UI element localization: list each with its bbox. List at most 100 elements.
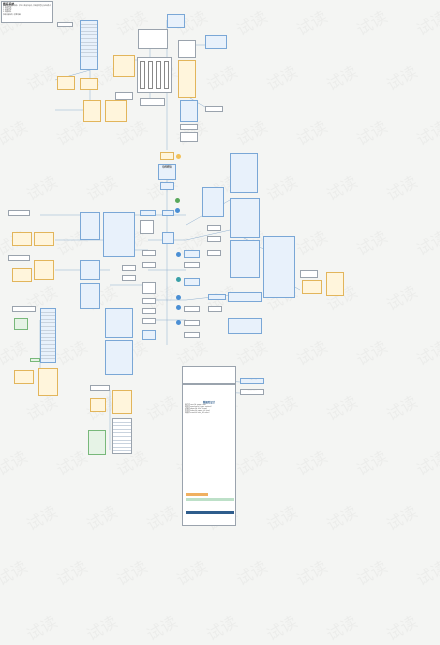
node [184, 278, 200, 286]
green-node [14, 318, 28, 330]
node [140, 210, 156, 216]
list-node [112, 418, 132, 454]
note-node [180, 100, 198, 122]
node [142, 330, 156, 340]
center-node: 功能模块 题库系统功能 [158, 164, 176, 180]
node [160, 182, 174, 190]
table-node [12, 268, 32, 282]
chat-icon [176, 277, 181, 282]
table-node [113, 55, 135, 77]
table-node [105, 100, 127, 122]
panel-title: 数据库设计 [203, 401, 215, 404]
note-node [228, 318, 262, 334]
clock-icon [176, 295, 181, 300]
node [184, 250, 200, 258]
highlight-bar [186, 493, 208, 496]
node [207, 236, 221, 242]
node [184, 332, 200, 338]
node [142, 282, 156, 294]
node [208, 294, 226, 300]
note-node [202, 187, 224, 217]
node [162, 232, 174, 244]
table-node [34, 232, 54, 246]
panel-row: 考试表 exam(id, paper_id, time) [185, 411, 210, 413]
table-node [57, 76, 75, 90]
table-node [34, 260, 54, 280]
note-node [80, 260, 100, 280]
header-note: 题库系统 系统由管理员、教师、学生三类用户组成，实现题库管理与在线考试 1. 题… [1, 1, 53, 23]
table-node [326, 272, 344, 296]
center-title: 功能模块 [162, 165, 172, 168]
list-node [40, 308, 56, 363]
highlight-bar [186, 511, 234, 514]
node [300, 270, 318, 278]
flow-node [137, 57, 172, 93]
panel-row: 试卷表 paper(id, title, score) [185, 409, 208, 411]
node [8, 255, 30, 261]
side-label: ER图设计说明 [240, 378, 264, 384]
table-node [178, 60, 196, 98]
node [208, 306, 222, 312]
note-node [205, 35, 227, 49]
shield-icon [176, 252, 181, 257]
node [207, 250, 221, 256]
table-node [302, 280, 322, 294]
node [180, 132, 198, 142]
node [122, 275, 136, 281]
table-node [80, 78, 98, 90]
note-node [80, 212, 100, 240]
green-node [88, 430, 106, 455]
node [142, 298, 156, 304]
node [12, 306, 36, 312]
header-footer: 系统功能结构（思维导图） [3, 15, 23, 17]
gear-icon [176, 305, 181, 310]
table-node [38, 368, 58, 396]
node [140, 98, 165, 106]
side-label: 数据表关系图 [240, 389, 264, 395]
panel-row: 题目表 question(id, type, content) [185, 407, 212, 409]
node [205, 106, 223, 112]
center-sub: 题库系统功能 [162, 168, 172, 169]
leaf-icon [175, 198, 180, 203]
node [180, 124, 198, 130]
globe-icon [175, 208, 180, 213]
database-panel: 数据库设计 用户表 user(id, name, role) 题目表 quest… [182, 384, 236, 526]
header-line: 2. 组卷考试 [3, 10, 12, 12]
node [142, 262, 156, 268]
node [184, 262, 200, 268]
node [142, 250, 156, 256]
star-icon [176, 154, 181, 159]
header-title: 题库系统 [3, 1, 15, 6]
note-node [105, 340, 133, 375]
node [184, 320, 200, 326]
note-node [230, 198, 260, 238]
note-node [230, 240, 260, 278]
header-line: 系统由管理员、教师、学生三类用户组成，实现题库管理与在线考试 [3, 6, 51, 7]
table-node [12, 232, 32, 246]
node [162, 210, 174, 216]
node [122, 265, 136, 271]
node [207, 225, 221, 231]
highlight-bar [186, 498, 234, 501]
person-icon [176, 320, 181, 325]
node [142, 308, 156, 314]
node [142, 318, 156, 324]
node [57, 22, 73, 27]
node [8, 210, 30, 216]
panel-header [182, 366, 236, 384]
note-node [138, 29, 168, 49]
note-node [105, 308, 133, 338]
panel-row: 用户表 user(id, name, role) [185, 405, 207, 406]
hub-top [160, 152, 174, 160]
note-node [167, 14, 185, 28]
note-node [80, 283, 100, 309]
table-node [83, 100, 101, 122]
table-node [112, 390, 132, 414]
header-line: 1. 题库管理 [3, 8, 12, 10]
node [184, 306, 200, 312]
list-node [80, 20, 98, 70]
green-node [30, 358, 40, 362]
note-node [228, 292, 262, 302]
note-node [230, 153, 258, 193]
header-line: 3. 成绩统计 [3, 12, 12, 14]
